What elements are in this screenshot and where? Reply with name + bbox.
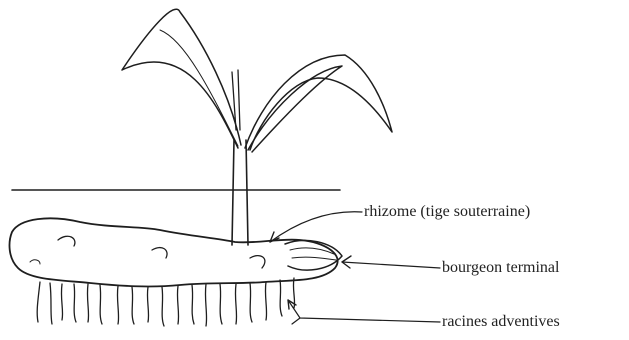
leader-rhizome bbox=[270, 212, 362, 242]
leaves bbox=[122, 9, 392, 152]
label-rhizome: rhizome (tige souterraine) bbox=[364, 203, 530, 220]
leaf-left bbox=[122, 9, 241, 148]
label-adventitious-roots: racines adventives bbox=[442, 313, 560, 330]
leaf-left-midrib bbox=[160, 30, 238, 146]
rhizome-body bbox=[10, 218, 338, 286]
terminal-bud bbox=[285, 240, 342, 270]
leader-roots bbox=[288, 300, 440, 324]
leader-bud bbox=[342, 256, 440, 268]
stem bbox=[232, 140, 248, 245]
leaf-small-tip bbox=[232, 70, 240, 130]
label-terminal-bud: bourgeon terminal bbox=[442, 259, 560, 276]
